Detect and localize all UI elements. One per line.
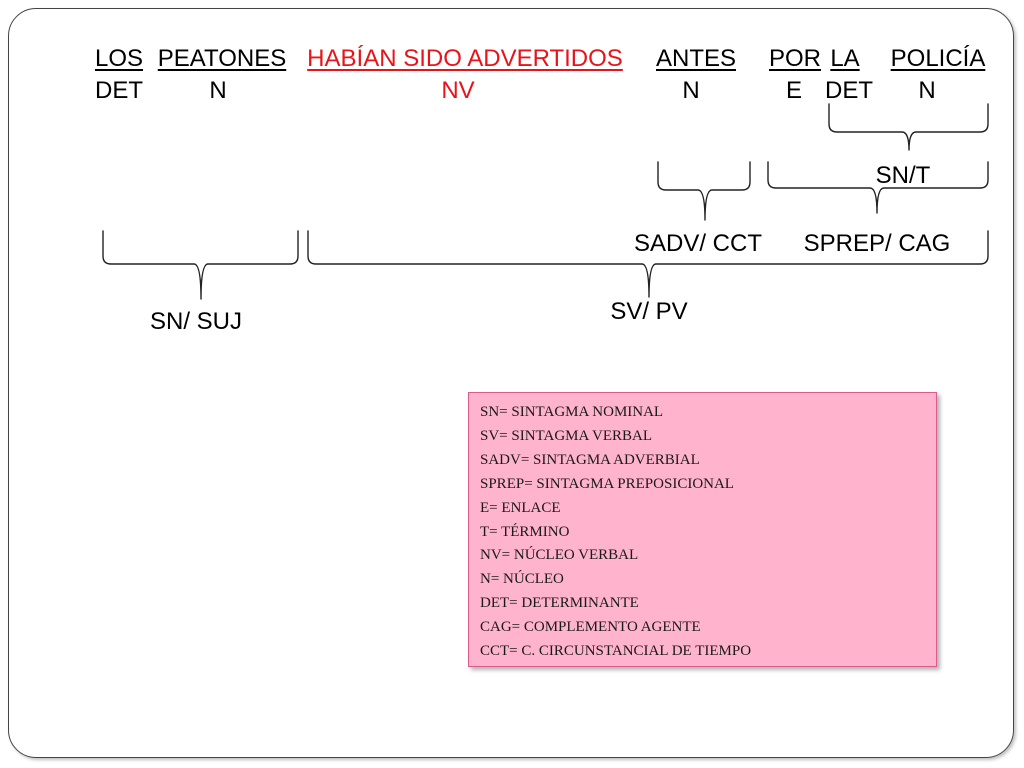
legend-item: SADV= SINTAGMA ADVERBIAL — [480, 451, 700, 468]
label-sn-t: SN/T — [875, 162, 931, 189]
legend-item: T= TÉRMINO — [480, 523, 570, 540]
word-habian-sido-advertidos: HABÍAN SIDO ADVERTIDOS — [307, 45, 623, 72]
word-por: POR — [768, 45, 822, 72]
word-la: LA — [830, 45, 860, 72]
word-los: LOS — [94, 45, 144, 72]
word-policia: POLICÍA — [890, 45, 986, 72]
legend-item: CCT= C. CIRCUNSTANCIAL DE TIEMPO — [480, 643, 752, 660]
tag-det-los: DET — [95, 77, 143, 104]
label-sprep-cag: SPREP/ CAG — [803, 230, 951, 257]
label-sadv-cct: SADV/ CCT — [633, 230, 763, 257]
legend-item: DET= DETERMINANTE — [480, 595, 639, 612]
legend-item: NV= NÚCLEO VERBAL — [480, 547, 639, 564]
legend-item: SPREP= SINTAGMA PREPOSICIONAL — [480, 475, 734, 492]
legend-item: E= ENLACE — [480, 499, 561, 516]
tag-n-antes: N — [682, 77, 700, 104]
tag-e-por: E — [785, 77, 803, 104]
bracket-sprep-cag — [767, 161, 989, 214]
legend-item: SV= SINTAGMA VERBAL — [480, 427, 653, 444]
bracket-sadv-cct — [657, 161, 751, 221]
bracket-sv-pv — [307, 230, 989, 298]
slide-frame — [8, 8, 1014, 758]
tag-n-policia: N — [918, 77, 936, 104]
legend-item: SN= SINTAGMA NOMINAL — [480, 404, 664, 420]
label-sn-suj: SN/ SUJ — [149, 308, 243, 335]
tag-det-la: DET — [825, 77, 873, 104]
word-antes: ANTES — [655, 45, 737, 72]
legend-box: SN= SINTAGMA NOMINAL SV= SINTAGMA VERBAL… — [468, 392, 937, 667]
tag-nv: NV — [441, 77, 475, 104]
legend-item: CAG= COMPLEMENTO AGENTE — [480, 619, 701, 636]
legend-item: N= NÚCLEO — [480, 571, 564, 588]
label-sv-pv: SV/ PV — [610, 298, 688, 325]
tag-n-peatones: N — [209, 77, 227, 104]
bracket-sn-suj — [102, 230, 299, 300]
bracket-sn-t — [828, 103, 989, 151]
word-peatones: PEATONES — [157, 45, 287, 72]
